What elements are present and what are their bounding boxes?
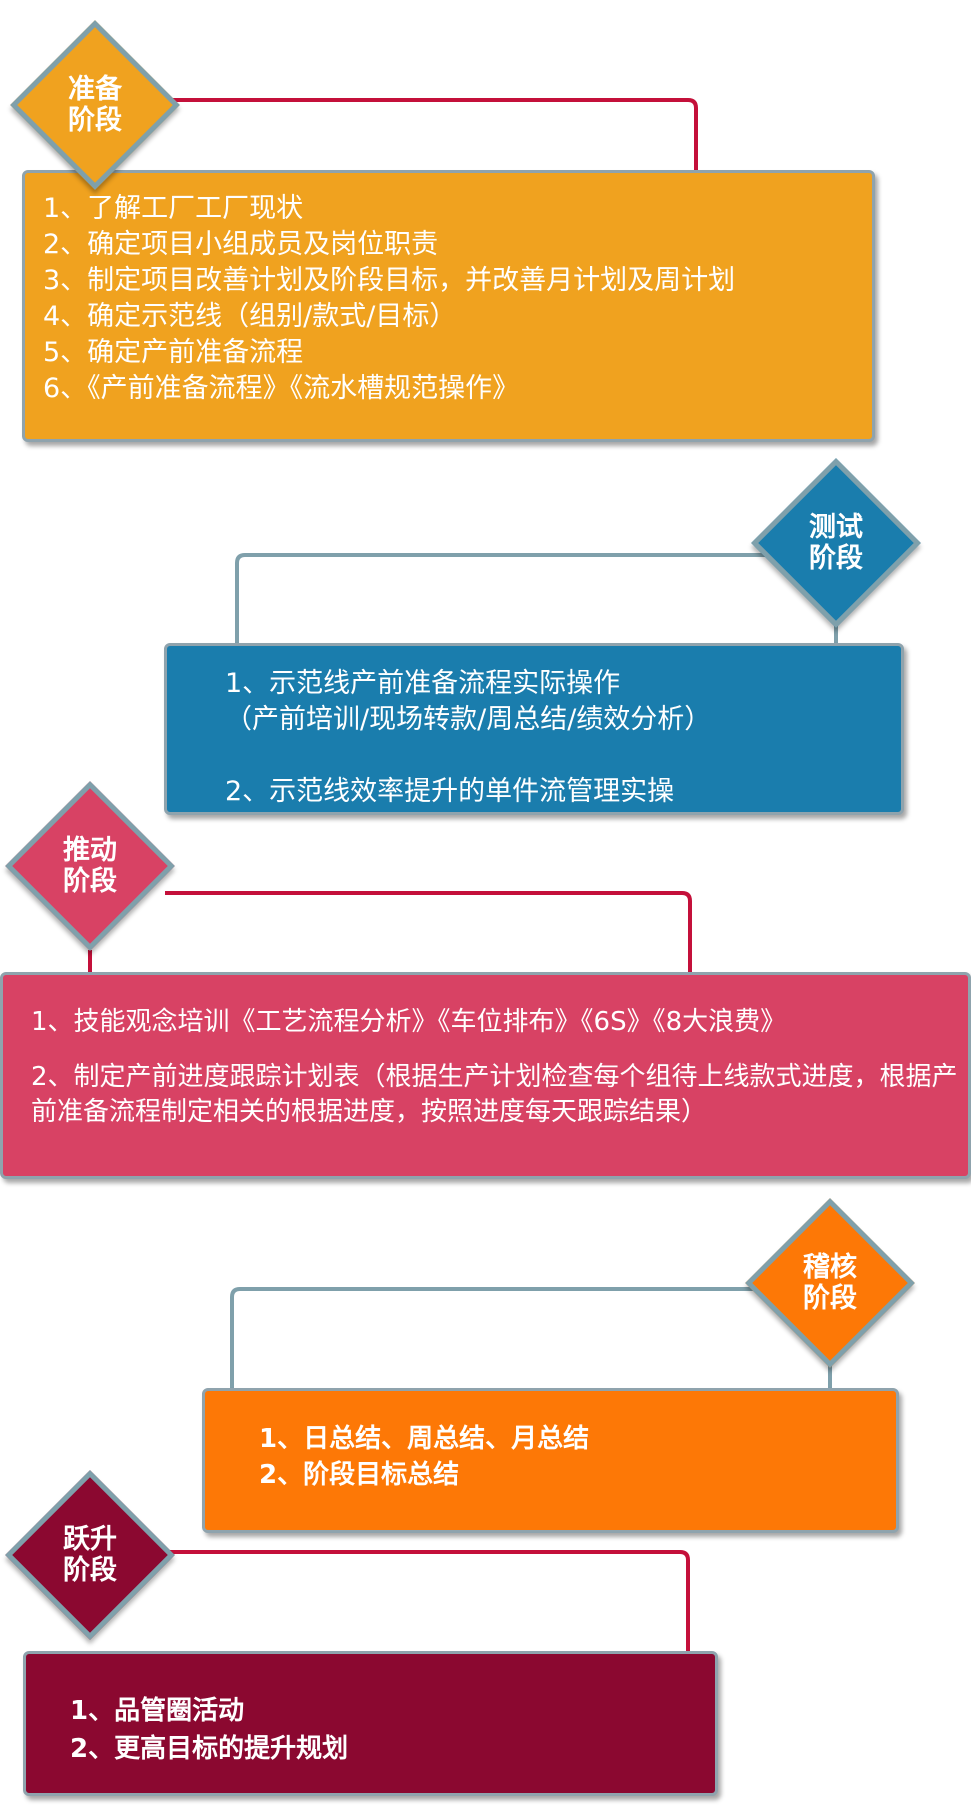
prep-stage-label: 准备 阶段 bbox=[10, 20, 180, 190]
audit-item-1: 1、日总结、周总结、月总结 bbox=[259, 1424, 590, 1454]
push-label-line1: 推动 bbox=[63, 835, 117, 866]
prep-label-line2: 阶段 bbox=[68, 105, 122, 136]
test-stage-diamond: 测试 阶段 bbox=[751, 458, 921, 628]
test-item-1-detail: （产前培训/现场转款/周总结/绩效分析） bbox=[225, 704, 712, 735]
test-label-line2: 阶段 bbox=[809, 543, 863, 574]
leap-stage-label: 跃升 阶段 bbox=[5, 1470, 175, 1640]
audit-label-line1: 稽核 bbox=[803, 1252, 857, 1283]
audit-label-line2: 阶段 bbox=[803, 1283, 857, 1314]
prep-label-line1: 准备 bbox=[68, 74, 122, 105]
prep-item-6: 6、《产前准备流程》《流水槽规范操作》 bbox=[43, 373, 520, 404]
test-label-line1: 测试 bbox=[809, 512, 863, 543]
leap-stage-diamond: 跃升 阶段 bbox=[5, 1470, 175, 1640]
audit-stage-label: 稽核 阶段 bbox=[745, 1198, 915, 1368]
prep-stage-diamond: 准备 阶段 bbox=[10, 20, 180, 190]
prep-item-2: 2、确定项目小组成员及岗位职责 bbox=[43, 229, 439, 260]
test-stage-label: 测试 阶段 bbox=[751, 458, 921, 628]
connector-prep bbox=[170, 98, 698, 170]
push-stage-box: 1、技能观念培训《工艺流程分析》《车位排布》《6S》《8大浪费》 2、制定产前进… bbox=[0, 972, 971, 1179]
test-item-1: 1、示范线产前准备流程实际操作 bbox=[225, 668, 621, 699]
push-item-1: 1、技能观念培训《工艺流程分析》《车位排布》《6S》《8大浪费》 bbox=[31, 1007, 787, 1037]
connector-audit bbox=[230, 1287, 790, 1388]
audit-stage-box: 1、日总结、周总结、月总结 2、阶段目标总结 bbox=[202, 1388, 899, 1533]
connector-test bbox=[235, 553, 800, 643]
audit-item-2: 2、阶段目标总结 bbox=[259, 1460, 460, 1490]
leap-label-line2: 阶段 bbox=[63, 1555, 117, 1586]
leap-item-2: 2、更高目标的提升规划 bbox=[70, 1734, 349, 1764]
prep-stage-box: 1、了解工厂工厂现状 2、确定项目小组成员及岗位职责 3、制定项目改善计划及阶段… bbox=[22, 170, 875, 442]
prep-item-4: 4、确定示范线（组别/款式/目标） bbox=[43, 301, 457, 332]
push-stage-diamond: 推动 阶段 bbox=[5, 781, 175, 951]
prep-item-5: 5、确定产前准备流程 bbox=[43, 337, 304, 368]
push-label-line2: 阶段 bbox=[63, 866, 117, 897]
connector-leap bbox=[165, 1550, 690, 1651]
audit-stage-diamond: 稽核 阶段 bbox=[745, 1198, 915, 1368]
push-stage-label: 推动 阶段 bbox=[5, 781, 175, 951]
leap-label-line1: 跃升 bbox=[63, 1524, 117, 1555]
test-stage-box: 1、示范线产前准备流程实际操作 （产前培训/现场转款/周总结/绩效分析） 2、示… bbox=[164, 643, 904, 815]
test-item-2: 2、示范线效率提升的单件流管理实操 bbox=[225, 776, 675, 807]
leap-stage-box: 1、品管圈活动 2、更高目标的提升规划 bbox=[23, 1651, 718, 1796]
prep-item-3: 3、制定项目改善计划及阶段目标，并改善月计划及周计划 bbox=[43, 265, 736, 296]
push-item-2: 2、制定产前进度跟踪计划表（根据生产计划检查每个组待上线款式进度，根据产前准备流… bbox=[31, 1062, 958, 1127]
connector-push bbox=[165, 891, 692, 972]
leap-item-1: 1、品管圈活动 bbox=[70, 1696, 245, 1726]
prep-item-1: 1、了解工厂工厂现状 bbox=[43, 193, 304, 224]
